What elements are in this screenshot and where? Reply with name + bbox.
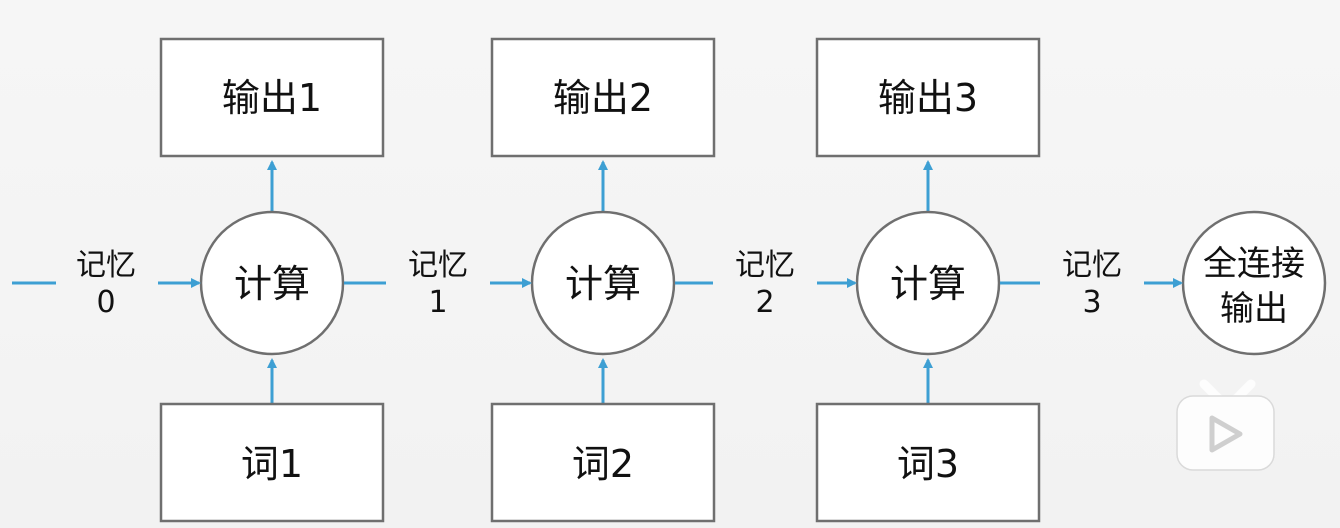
word-box-3 [815, 402, 1041, 523]
word-label-1: 词1 [241, 442, 303, 486]
compute-node-2 [530, 210, 676, 356]
memory-label-3: 记忆 [1062, 248, 1122, 283]
compute-node-1 [199, 210, 345, 356]
compute-label-3: 计算 [890, 262, 966, 306]
memory-label-1: 记忆 [408, 248, 468, 283]
compute-label-2: 计算 [565, 262, 641, 306]
final-output-label-line2: 输出 [1220, 289, 1288, 329]
word-label-3: 词3 [897, 442, 959, 486]
word-label-2: 词2 [572, 442, 634, 486]
output-label-1: 输出1 [222, 76, 322, 120]
watermark-logo-icon [1176, 379, 1275, 471]
final-output-label-line1: 全连接 [1203, 244, 1305, 284]
memory-label-0: 记忆 [76, 248, 136, 283]
output-box-2 [490, 37, 716, 158]
memory-index-1: 1 [428, 285, 447, 320]
output-box-3 [815, 37, 1041, 158]
compute-node-3 [855, 210, 1001, 356]
memory-label-2: 记忆 [735, 248, 795, 283]
output-label-2: 输出2 [553, 76, 653, 120]
memory-index-3: 3 [1082, 285, 1101, 320]
word-box-1 [159, 402, 385, 523]
memory-index-0: 0 [96, 285, 115, 320]
compute-label-1: 计算 [234, 262, 310, 306]
output-box-1 [159, 37, 385, 158]
final-output-node [1181, 210, 1327, 356]
output-label-3: 输出3 [878, 76, 978, 120]
memory-index-2: 2 [755, 285, 774, 320]
word-box-2 [490, 402, 716, 523]
